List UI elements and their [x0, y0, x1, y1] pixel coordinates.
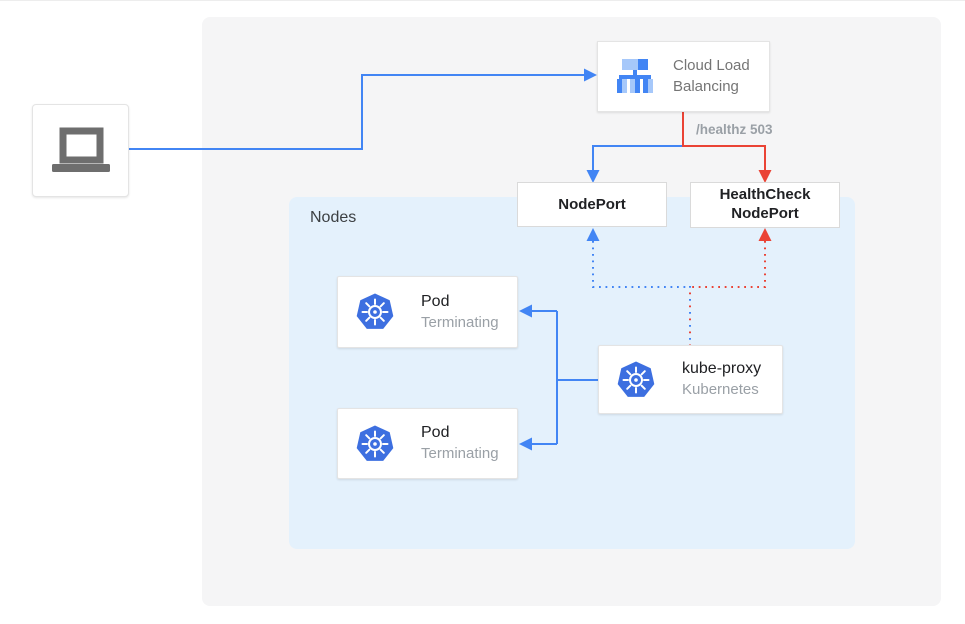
- client-card: [32, 104, 129, 197]
- kubernetes-icon: [356, 293, 394, 329]
- kube-proxy-title: kube-proxy: [682, 360, 762, 378]
- pod-status: Terminating: [421, 445, 499, 463]
- nodeport-label: NodePort: [558, 196, 626, 213]
- pod-title: Pod: [421, 424, 450, 442]
- healthcheck-nodeport-box: HealthCheck NodePort: [690, 182, 840, 228]
- kube-proxy-subtitle: Kubernetes: [682, 381, 759, 399]
- kubernetes-icon: [617, 361, 655, 397]
- pod-title: Pod: [421, 292, 450, 310]
- kube-proxy-card: kube-proxy Kubernetes: [598, 345, 783, 414]
- laptop-icon: [51, 127, 110, 172]
- nodes-group-label: Nodes: [310, 209, 357, 226]
- nodeport-box: NodePort: [517, 182, 667, 227]
- pod-card: Pod Terminating: [337, 408, 518, 479]
- load-balancer-label: Cloud Load Balancing: [673, 57, 750, 95]
- cloud-load-balancing-icon: [617, 58, 653, 93]
- pod-card: Pod Terminating: [337, 276, 518, 348]
- pod-status: Terminating: [421, 313, 499, 331]
- healthcheck-nodeport-label: HealthCheck NodePort: [719, 186, 811, 222]
- healthz-edge-label: /healthz 503: [696, 122, 773, 137]
- kubernetes-icon: [356, 425, 394, 461]
- load-balancer-card: Cloud Load Balancing: [597, 41, 770, 112]
